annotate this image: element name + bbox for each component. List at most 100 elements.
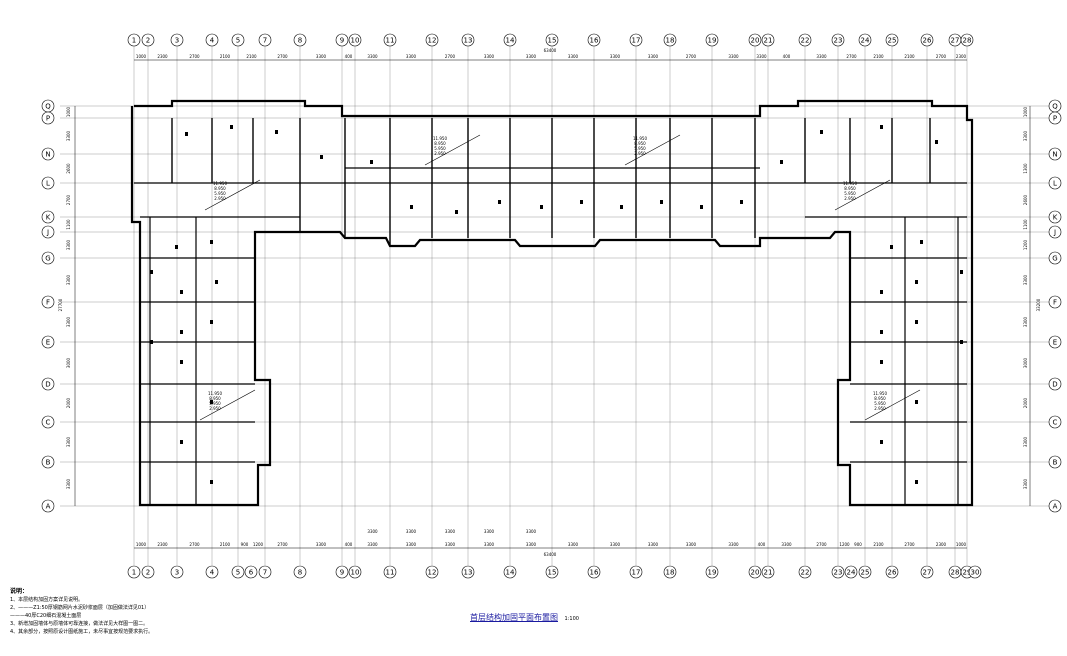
axis-bubble-top: 12 — [425, 33, 439, 47]
axis-bubble-label: 19 — [708, 37, 717, 45]
stair-elevation-label: 2.950 — [209, 406, 221, 411]
reinforcement-marker — [660, 200, 663, 204]
axis-bubble-label: E — [1053, 339, 1057, 347]
axis-bubble-circle — [348, 565, 362, 579]
dim-text-left: 3300 — [66, 316, 71, 327]
axis-bubble-bottom: 5 — [231, 565, 245, 579]
dim-text-top: 2300 — [157, 54, 168, 59]
axis-bubble-label: 11 — [386, 569, 395, 577]
dim-text-right: 3000 — [1023, 357, 1028, 368]
axis-bubble-bottom: 14 — [503, 565, 517, 579]
dim-text-bottom: 3300 — [610, 542, 621, 547]
axis-bubble-top: 14 — [503, 33, 517, 47]
dim-text-top: 2700 — [189, 54, 200, 59]
axis-bubble-left: C — [41, 415, 55, 429]
stair-elevation-label: 11.950 — [433, 136, 447, 141]
stair-elevation-label: 8.950 — [214, 186, 226, 191]
dim-text-right: 3300 — [1023, 478, 1028, 489]
axis-bubble-label: 20 — [751, 569, 760, 577]
axis-bubble-circle — [41, 377, 55, 391]
axis-bubble-bottom: 3 — [170, 565, 184, 579]
axis-bubble-label: 9 — [340, 569, 344, 577]
axis-bubble-bottom: 17 — [629, 565, 643, 579]
axis-bubble-circle — [127, 565, 141, 579]
axis-bubble-circle — [503, 33, 517, 47]
axis-bubble-bottom: 23 — [831, 565, 845, 579]
axis-bubble-label: C — [46, 419, 51, 427]
axis-bubble-circle — [141, 33, 155, 47]
axis-bubble-left: B — [41, 455, 55, 469]
axis-bubble-circle — [335, 33, 349, 47]
axis-bubble-top: 13 — [461, 33, 475, 47]
axis-bubble-circle — [41, 210, 55, 224]
dim-text-bottom: 2300 — [157, 542, 168, 547]
stair-slope-line — [424, 134, 481, 166]
axis-bubble-circle — [41, 111, 55, 125]
axis-bubble-circle — [748, 565, 762, 579]
dim-text-bottom: 3300 — [406, 542, 417, 547]
axis-bubble-top: 7 — [258, 33, 272, 47]
axis-bubble-top: 21 — [761, 33, 775, 47]
axis-bubble-label: K — [46, 214, 51, 222]
axis-bubble-label: 25 — [888, 37, 897, 45]
axis-bubble-top: 20 — [748, 33, 762, 47]
axis-bubble-label: 14 — [506, 569, 515, 577]
dim-text-top: 3300 — [756, 54, 767, 59]
reinforcement-marker — [210, 480, 213, 484]
stair-elevation-label: 5.950 — [209, 401, 221, 406]
stair-elevation-label: 5.950 — [434, 146, 446, 151]
axis-bubble-top: 22 — [798, 33, 812, 47]
axis-bubble-circle — [545, 565, 559, 579]
axis-bubble-top: 8 — [293, 33, 307, 47]
axis-bubble-label: 11 — [386, 37, 395, 45]
axis-bubble-label: 16 — [590, 37, 599, 45]
axis-bubble-circle — [244, 565, 258, 579]
reinforcement-marker — [880, 440, 883, 444]
dim-text-top: 3300 — [648, 54, 659, 59]
dim-text-top: 2700 — [445, 54, 456, 59]
axis-bubble-label: 1 — [132, 569, 136, 577]
axis-bubble-bottom: 25 — [858, 565, 872, 579]
axis-bubble-bottom: 8 — [293, 565, 307, 579]
dim-text-bottom: 3300 — [648, 542, 659, 547]
axis-bubble-label: L — [46, 180, 50, 188]
dim-text-left: 2700 — [66, 194, 71, 205]
reinforcement-marker — [320, 155, 323, 159]
axis-bubble-circle — [348, 33, 362, 47]
note-item: 3、新增加固墙体与原墙体可靠连接，做法详见大样图一图二。 — [10, 621, 149, 627]
axis-bubble-circle — [1048, 251, 1062, 265]
axis-bubble-label: 24 — [861, 37, 870, 45]
dim-text-top: 3300 — [526, 54, 537, 59]
axis-bubble-label: 9 — [340, 37, 344, 45]
stair-elevation-label: 11.950 — [633, 136, 647, 141]
axis-bubble-circle — [258, 565, 272, 579]
axis-bubble-circle — [858, 565, 872, 579]
axis-bubble-label: 23 — [834, 569, 843, 577]
dim-text-left: 2000 — [66, 397, 71, 408]
drawing-title-block: 首层结构加固平面布置图 1:100 — [470, 612, 670, 623]
axis-bubble-label: K — [1053, 214, 1058, 222]
axis-bubble-bottom: 13 — [461, 565, 475, 579]
dim-text-left: 3300 — [66, 436, 71, 447]
axis-bubble-circle — [761, 33, 775, 47]
stair-elevation-label: 2.950 — [214, 196, 226, 201]
dim-text-top: 3300 — [316, 54, 327, 59]
axis-bubble-right: J — [1048, 225, 1062, 239]
axis-bubble-circle — [258, 33, 272, 47]
reinforcement-marker — [180, 360, 183, 364]
axis-bubble-left: J — [41, 225, 55, 239]
axis-bubble-label: C — [1053, 419, 1058, 427]
reinforcement-marker — [915, 320, 918, 324]
reinforcement-marker — [185, 132, 188, 136]
axis-bubble-top: 27 — [948, 33, 962, 47]
axis-bubble-label: 25 — [861, 569, 870, 577]
axis-bubble-circle — [383, 33, 397, 47]
axis-bubble-top: 10 — [348, 33, 362, 47]
axis-bubble-right: G — [1048, 251, 1062, 265]
axis-bubble-label: B — [46, 459, 51, 467]
axis-bubble-left: D — [41, 377, 55, 391]
dim-text-right: 2000 — [1023, 397, 1028, 408]
dim-text-bottom: 3300 — [484, 542, 495, 547]
dim-text-left: 3300 — [66, 274, 71, 285]
